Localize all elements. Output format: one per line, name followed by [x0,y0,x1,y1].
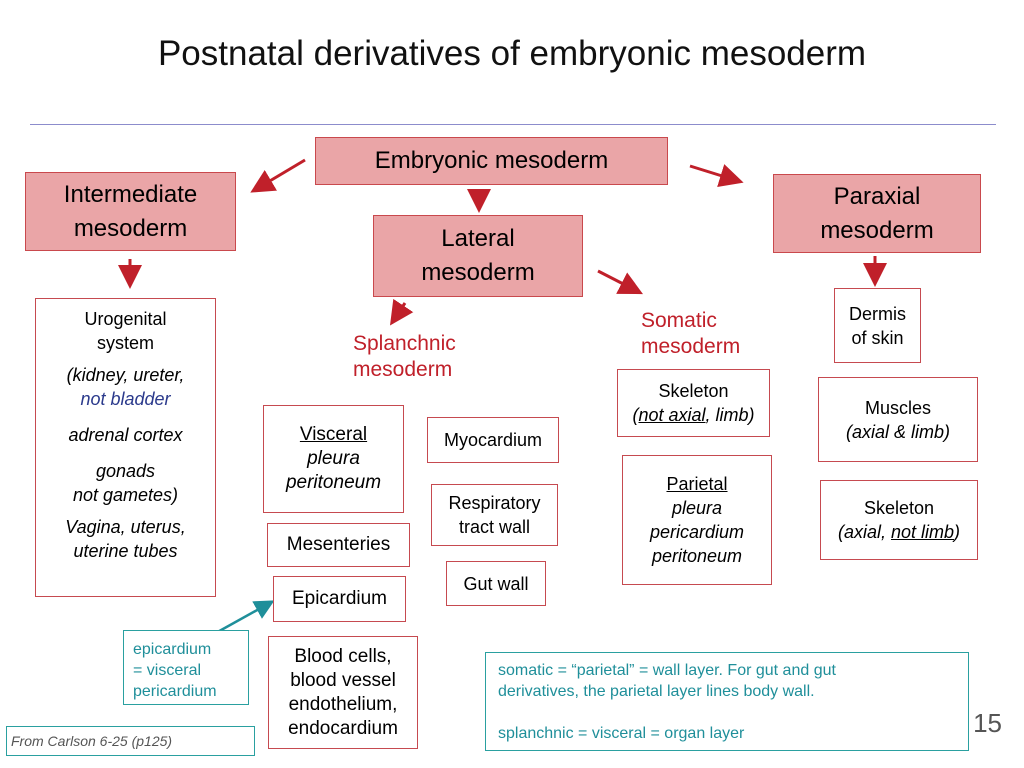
muscles-box: Muscles (axial & limb) [818,377,978,462]
epicardium-label: Epicardium [291,588,388,609]
blood-line4: endocardium [288,717,398,739]
lateral-mesoderm-box: Lateral mesoderm [373,215,583,297]
layer-note: somatic = “parietal” = wall layer. For g… [485,652,969,751]
paraxial-label-line2: mesoderm [820,216,934,244]
source-credit: From Carlson 6-25 (p125) [6,726,255,756]
title-divider [30,124,996,125]
dermis-line1: Dermis [849,303,906,324]
system-line: system [96,333,154,353]
parietal-peritoneum-line: peritoneum [651,546,743,566]
parietal-box: Parietal pleura pericardium peritoneum [622,455,772,585]
arrow-to-splanchnic [390,298,414,326]
dermis-box: Dermis of skin [834,288,921,363]
intermediate-label-line1: Intermediate [63,180,198,208]
paraxial-skeleton-detail: (axial, not limb) [821,520,977,544]
muscles-line1: Muscles [864,397,931,418]
intermediate-mesoderm-box: Intermediate mesoderm [25,172,236,251]
vagina-uterus-line: Vagina, uterus, [65,517,186,537]
parietal-pleura-line: pleura [671,498,723,518]
gut-wall-box: Gut wall [446,561,546,606]
paraxial-label-line1: Paraxial [833,182,921,210]
dermis-line2: of skin [851,327,904,348]
layer-note-line2: derivatives, the parietal layer lines bo… [498,683,815,700]
somatic-skeleton-detail: (not axial, limb) [618,403,769,427]
visceral-peritoneum-line: peritoneum [285,472,382,493]
gut-wall-label: Gut wall [463,573,529,594]
gonads-line: gonads [95,461,156,481]
paraxial-mesoderm-box: Paraxial mesoderm [773,174,981,253]
paraxial-skeleton-box: Skeleton (axial, not limb) [820,480,978,560]
uterine-tubes-line: uterine tubes [73,541,178,561]
visceral-box: Visceral pleura peritoneum [263,405,404,513]
epicardium-note-line1: epicardium [133,641,212,658]
page-title: Postnatal derivatives of embryonic mesod… [157,34,867,73]
axial-text: (axial, [837,522,891,542]
adrenal-cortex-line: adrenal cortex [68,425,183,445]
lateral-label-line2: mesoderm [421,259,535,286]
not-limb-text: not limb [890,522,955,542]
parietal-pericardium-line: pericardium [649,522,745,542]
mesenteries-box: Mesenteries [267,523,410,567]
myocardium-box: Myocardium [427,417,559,463]
embryonic-mesoderm-label: Embryonic mesoderm [374,147,609,174]
epicardium-note-line2: = visceral [133,662,202,679]
epicardium-note-line3: pericardium [133,683,217,700]
arrow-to-paraxial [689,164,744,188]
blood-line3: endothelium, [288,693,398,715]
somatic-line1: Somatic [641,309,717,332]
kidney-ureter-line: (kidney, ureter, [66,365,185,385]
open-paren: ( [632,405,639,425]
blood-cells-box: Blood cells, blood vessel endothelium, e… [268,636,418,749]
somatic-skeleton-label: Skeleton [658,381,729,401]
page-number: 15 [973,708,1002,738]
respiratory-line1: Respiratory [448,493,541,513]
epicardium-box: Epicardium [273,576,406,622]
somatic-skeleton-box: Skeleton (not axial, limb) [617,369,770,437]
intermediate-label-line2: mesoderm [73,214,188,242]
layer-note-line1: somatic = “parietal” = wall layer. For g… [498,662,836,679]
lateral-label-line1: Lateral [441,225,515,252]
layer-note-line3: splanchnic = visceral = organ layer [498,725,745,742]
paraxial-skeleton-label: Skeleton [863,498,935,518]
embryonic-mesoderm-box: Embryonic mesoderm [315,137,668,185]
blood-line2: blood vessel [290,669,396,691]
blood-line1: Blood cells, [294,645,392,667]
muscles-line2: (axial & limb) [845,421,951,442]
limb-text: , limb) [705,405,755,425]
respiratory-box: Respiratory tract wall [431,484,558,546]
splanchnic-mesoderm-label: Splanchnic mesoderm [353,331,456,383]
not-gametes-line: not gametes) [72,485,179,505]
close-paren: ) [954,522,961,542]
somatic-mesoderm-label: Somatic mesoderm [641,308,740,360]
respiratory-line2: tract wall [458,517,530,537]
arrow-to-intermediate [250,158,306,193]
arrow-to-somatic [597,269,644,295]
visceral-pleura-line: pleura [307,448,360,469]
not-bladder-line: not bladder [80,389,171,409]
parietal-line: Parietal [666,474,728,494]
not-axial-text: not axial [638,405,706,425]
myocardium-label: Myocardium [443,430,543,450]
epicardium-note: epicardium = visceral pericardium [123,630,249,705]
somatic-line2: mesoderm [641,335,741,358]
mesenteries-label: Mesenteries [286,534,391,555]
arrow-note-to-epicardium [213,600,275,636]
splanchnic-line2: mesoderm [353,358,453,381]
urogenital-box: Urogenital system (kidney, ureter, not b… [35,298,216,597]
visceral-line: Visceral [299,424,368,445]
urogenital-line: Urogenital [84,309,167,329]
splanchnic-line1: Splanchnic [353,332,456,355]
